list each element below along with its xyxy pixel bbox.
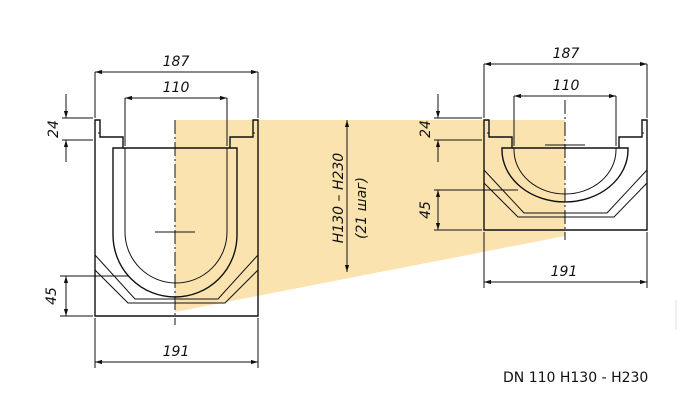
left-bottom-width-label: 191 [163, 344, 190, 360]
right-flange-height-dimension: 24 [418, 94, 482, 162]
left-flange-height-label: 24 [46, 120, 62, 138]
left-channel-section [94, 119, 259, 325]
right-outer-width-label: 187 [553, 46, 580, 62]
height-range-step: (21 шаг) [354, 177, 370, 239]
right-bottom-width-label: 191 [551, 264, 578, 280]
left-outer-width-dimension: 187 [94, 54, 259, 118]
right-channel-section [483, 100, 648, 240]
right-flange-height-label: 24 [418, 120, 434, 138]
height-range-highlight [175, 120, 565, 312]
left-base-height-dimension: 45 [44, 275, 128, 317]
right-outer-width-dimension: 187 [483, 46, 648, 118]
right-bottom-width-dimension: 191 [483, 232, 648, 288]
right-inner-width-dimension: 110 [513, 78, 617, 146]
height-range-label: H130 – H230 [331, 153, 347, 243]
left-base-height-label: 45 [44, 287, 60, 305]
right-inner-width-label: 110 [553, 78, 580, 94]
left-bottom-width-dimension: 191 [94, 318, 259, 368]
height-range-dimension: H130 – H230 (21 шаг) [331, 120, 370, 272]
left-inner-width-label: 110 [163, 80, 190, 96]
right-base-height-dimension: 45 [418, 189, 518, 231]
right-base-height-label: 45 [418, 201, 434, 219]
left-outer-width-label: 187 [163, 54, 190, 70]
left-flange-height-dimension: 24 [46, 94, 93, 162]
left-inner-width-dimension: 110 [124, 80, 228, 146]
product-caption: DN 110 H130 - H230 [503, 370, 649, 386]
